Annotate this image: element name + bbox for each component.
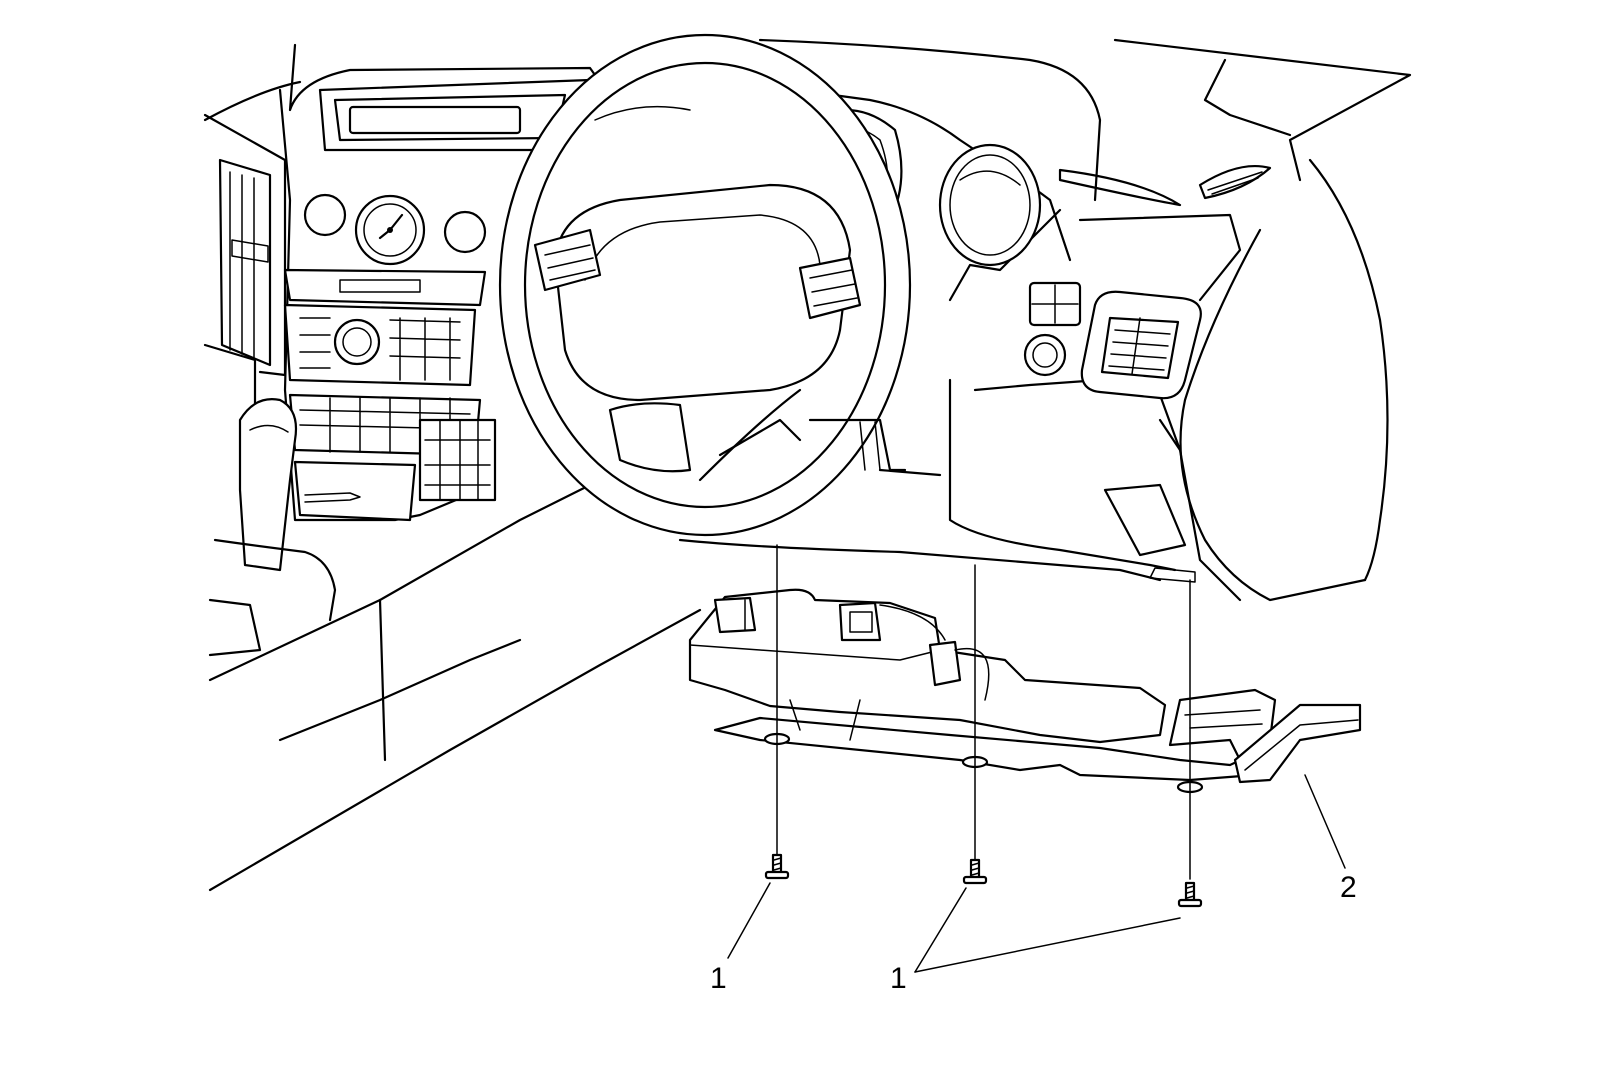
dash-top-outline [203, 38, 1412, 207]
gear-shifter [208, 398, 702, 892]
leader-lines [727, 774, 1346, 973]
fastener-1-right [1177, 881, 1203, 908]
lower-dash-panel [678, 418, 1162, 582]
steering-wheel [498, 33, 912, 537]
callout-fastener-left: 1 [710, 962, 727, 995]
fastener-1-center [962, 858, 988, 885]
knee-bolster-panel [688, 588, 1362, 794]
lower-left-switches [418, 418, 497, 502]
alignment-lines [776, 544, 1191, 880]
fastener-1-left [764, 853, 790, 880]
right-switch-panel [1023, 281, 1082, 377]
dash-right-section [948, 158, 1389, 602]
callout-panel: 2 [1340, 871, 1357, 904]
left-air-vent [203, 113, 287, 522]
right-air-vent [1080, 290, 1202, 400]
callout-fastener-group: 1 [890, 962, 907, 995]
